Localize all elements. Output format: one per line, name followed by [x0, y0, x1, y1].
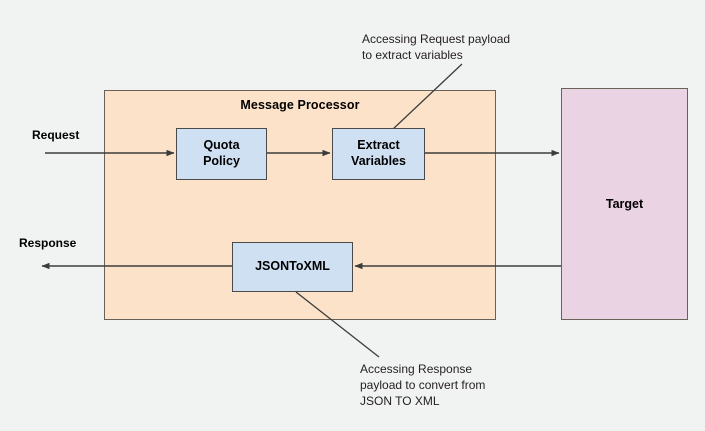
policy-box-jsontoxml[interactable]: JSONToXML	[232, 242, 353, 292]
message-processor-title: Message Processor	[240, 98, 360, 112]
request-flow-label: Request	[32, 128, 80, 142]
annotation-request-payload: Accessing Request payload to extract var…	[362, 32, 511, 63]
policy-label-quota-policy: Quota Policy	[203, 138, 240, 168]
policy-box-extract-variables[interactable]: Extract Variables	[332, 128, 425, 180]
policy-box-quota-policy[interactable]: Quota Policy	[176, 128, 267, 180]
annotation-response-payload: Accessing Response payload to convert fr…	[360, 362, 486, 409]
target-box[interactable]: Target	[561, 88, 688, 320]
target-label: Target	[605, 197, 644, 211]
response-flow-label: Response	[19, 236, 77, 250]
policy-label-jsontoxml: JSONToXML	[255, 259, 330, 274]
policy-label-extract-variables: Extract Variables	[351, 138, 406, 168]
